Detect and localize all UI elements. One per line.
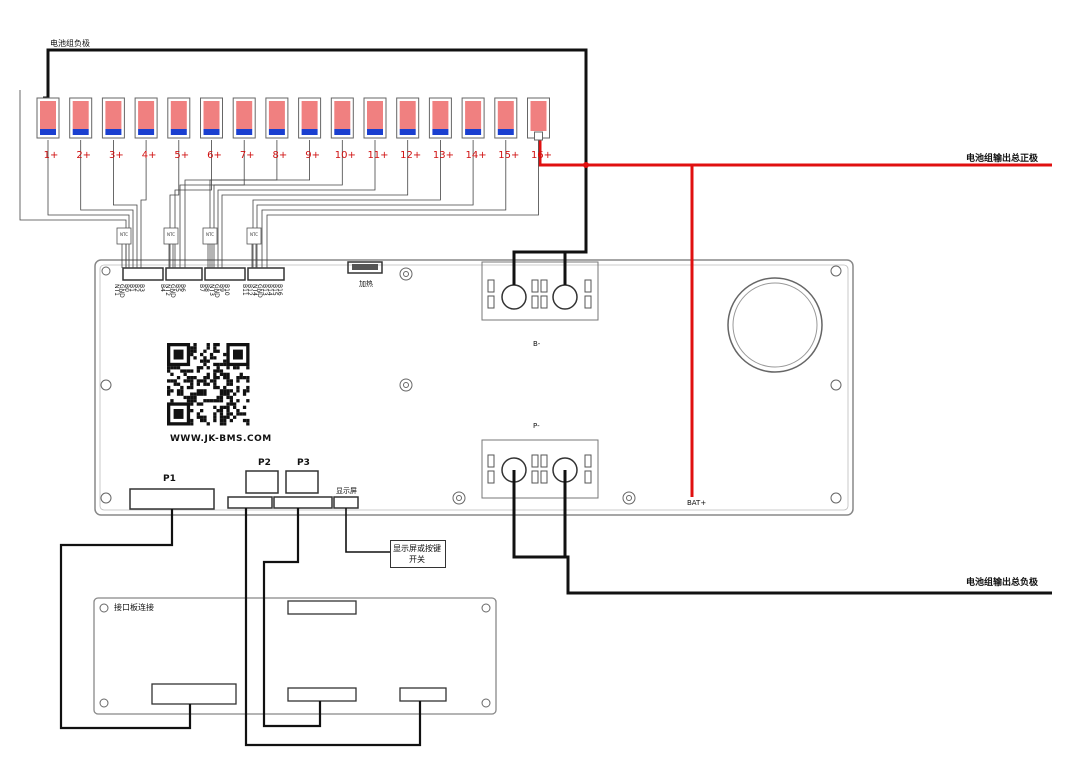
- website-label: WWW.JK-BMS.COM: [170, 434, 272, 444]
- battery-cell: 2+: [69, 97, 93, 161]
- bms-board: [94, 259, 854, 516]
- balance-sense-wire: [213, 140, 343, 268]
- capacitor-outline: [727, 277, 823, 373]
- switch-line1: 显示屏或按键: [393, 544, 441, 553]
- p1-label: P1: [163, 474, 176, 484]
- cell-label: 12+: [400, 150, 421, 161]
- switch-line2: 开关: [409, 555, 425, 564]
- pack-negative-wire: [46, 48, 588, 285]
- balance-sense-wire: [140, 140, 147, 268]
- battery-cell: 13+: [428, 97, 454, 161]
- heater-label: 加热: [359, 280, 373, 288]
- p1-interface-wire: [59, 509, 192, 730]
- cell-label: 13+: [433, 150, 454, 161]
- qr-code: [167, 343, 250, 426]
- p2-interface-wire: [244, 508, 422, 747]
- battery-cell: 9+: [298, 97, 322, 161]
- p2-label: P2: [258, 458, 271, 468]
- pin-label: B6: [179, 284, 186, 292]
- output-negative-label: 电池组输出总负极: [966, 578, 1039, 588]
- pin-label: B3: [138, 284, 145, 292]
- cell-label: 11+: [367, 150, 388, 161]
- ntc-label: NTC: [250, 232, 258, 237]
- balance-sense-wire: [113, 140, 138, 268]
- battery-cell: 7+: [232, 97, 256, 161]
- balance-sense-wire: [221, 140, 409, 268]
- cell-label: 6+: [207, 150, 222, 161]
- battery-cell: 10+: [330, 97, 356, 161]
- battery-cell: 1+: [36, 97, 60, 161]
- heater-connector: [347, 261, 383, 274]
- switch-box: 显示屏或按键 开关: [390, 540, 446, 568]
- p-minus-label: P-: [533, 422, 540, 430]
- cell-label: 16+: [531, 150, 552, 161]
- balance-sense-wire: [261, 140, 507, 268]
- balance-sense-wire: [266, 140, 539, 268]
- bat-plus-label: BAT+: [687, 499, 707, 507]
- balance-sense-wire: [209, 140, 311, 268]
- battery-cell: 4+: [134, 97, 158, 161]
- cell-label: 7+: [240, 150, 255, 161]
- pin-label: B16: [276, 284, 283, 296]
- mounting-holes: [100, 265, 842, 505]
- battery-cell: 8+: [265, 97, 289, 161]
- p3-interface-wire: [262, 508, 322, 728]
- cell-label: 5+: [174, 150, 189, 161]
- battery-cell: 12+: [396, 97, 421, 161]
- capacitor-inner: [732, 282, 818, 368]
- cell-label: 1+: [44, 150, 59, 161]
- bms-board-inner: [99, 264, 849, 511]
- battery-cell: 16+: [527, 97, 552, 161]
- pack-negative-label: 电池组负极: [50, 39, 90, 48]
- pin-label: B10: [223, 284, 230, 296]
- interface-board: [93, 597, 497, 715]
- cell-label: 8+: [273, 150, 288, 161]
- balance-sense-wire: [80, 140, 134, 268]
- battery-cell: 5+: [167, 97, 191, 161]
- b-minus-label: B-: [533, 340, 541, 348]
- interface-board-holes: [99, 603, 491, 708]
- battery-cell: 14+: [461, 97, 487, 161]
- output-positive-label: 电池组输出总正极: [966, 154, 1039, 164]
- ntc-label: NTC: [167, 232, 175, 237]
- cell-label: 4+: [142, 150, 157, 161]
- balance-sense-wire: [179, 140, 245, 268]
- cell-label: 2+: [76, 150, 91, 161]
- ntc-label: NTC: [120, 232, 128, 237]
- output-negative-wire: [512, 470, 1052, 595]
- balance-sense-wire: [184, 140, 278, 268]
- battery-cell: 6+: [200, 97, 223, 161]
- cell-label: 14+: [466, 150, 487, 161]
- interface-board-label: 接口板连接: [114, 603, 154, 612]
- ntc-sensor: NTC: [246, 227, 262, 245]
- cell-label: 3+: [109, 150, 124, 161]
- ntc-sensor: NTC: [163, 227, 179, 245]
- ntc-sensor: NTC: [116, 227, 132, 245]
- cell-label: 10+: [335, 150, 356, 161]
- display-wire: [345, 508, 390, 553]
- cell-label: 15+: [498, 150, 519, 161]
- display-label: 显示屏: [336, 487, 357, 495]
- cell-label: 9+: [305, 150, 320, 161]
- ntc-sensor: NTC: [202, 227, 218, 245]
- balance-connectors: [122, 267, 285, 281]
- battery-cell: 3+: [101, 97, 125, 161]
- interface-board-connectors: [151, 600, 447, 705]
- p3-label: P3: [297, 458, 310, 468]
- battery-cell: 15+: [494, 97, 519, 161]
- balance-sense-wire: [217, 140, 376, 268]
- ntc-label: NTC: [206, 232, 214, 237]
- battery-cell: 11+: [363, 97, 389, 161]
- output-positive-wire: [538, 140, 1052, 167]
